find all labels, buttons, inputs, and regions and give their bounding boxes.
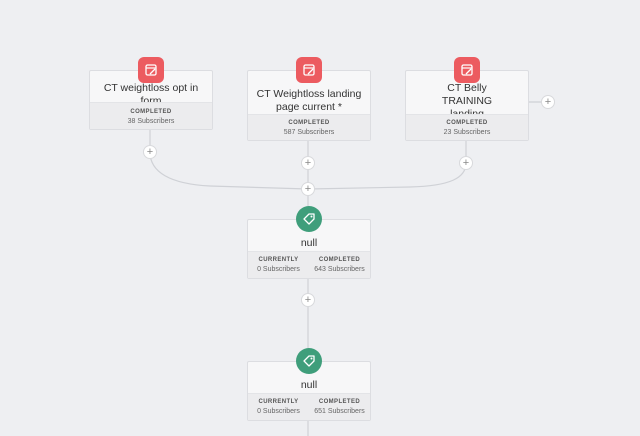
action-node-title: null [300, 378, 318, 391]
tag-icon [296, 348, 322, 374]
form-node-title: CT Weightloss landing page current * [256, 88, 362, 113]
form-icon [296, 57, 322, 83]
action-node-2[interactable]: null CURRENTLY 0 Subscribers COMPLETED 6… [247, 361, 371, 421]
status-label: COMPLETED [130, 109, 172, 115]
completed-count: 651 Subscribers [314, 408, 365, 415]
subscriber-count: 587 Subscribers [283, 129, 335, 136]
currently-label: CURRENTLY [258, 257, 299, 263]
add-step-button[interactable]: + [143, 145, 157, 159]
completed-count: 643 Subscribers [314, 266, 365, 273]
form-node-title: CT Belly TRAINING landing [441, 81, 493, 120]
status-label: COMPLETED [446, 120, 488, 126]
action-node-1[interactable]: null CURRENTLY 0 Subscribers COMPLETED 6… [247, 219, 371, 279]
subscriber-count: 23 Subscribers [443, 129, 491, 136]
form-icon [454, 57, 480, 83]
action-node-title: null [300, 236, 318, 249]
currently-count: 0 Subscribers [257, 408, 300, 415]
completed-label: COMPLETED [318, 257, 361, 263]
subscriber-count: 38 Subscribers [127, 118, 175, 125]
add-step-button[interactable]: + [301, 293, 315, 307]
currently-count: 0 Subscribers [257, 266, 300, 273]
tag-icon [296, 206, 322, 232]
add-step-button[interactable]: + [301, 182, 315, 196]
add-branch-button[interactable]: + [541, 95, 555, 109]
completed-label: COMPLETED [318, 399, 361, 405]
add-step-button[interactable]: + [459, 156, 473, 170]
status-label: COMPLETED [288, 120, 330, 126]
add-step-button[interactable]: + [301, 156, 315, 170]
form-icon [138, 57, 164, 83]
currently-label: CURRENTLY [258, 399, 299, 405]
